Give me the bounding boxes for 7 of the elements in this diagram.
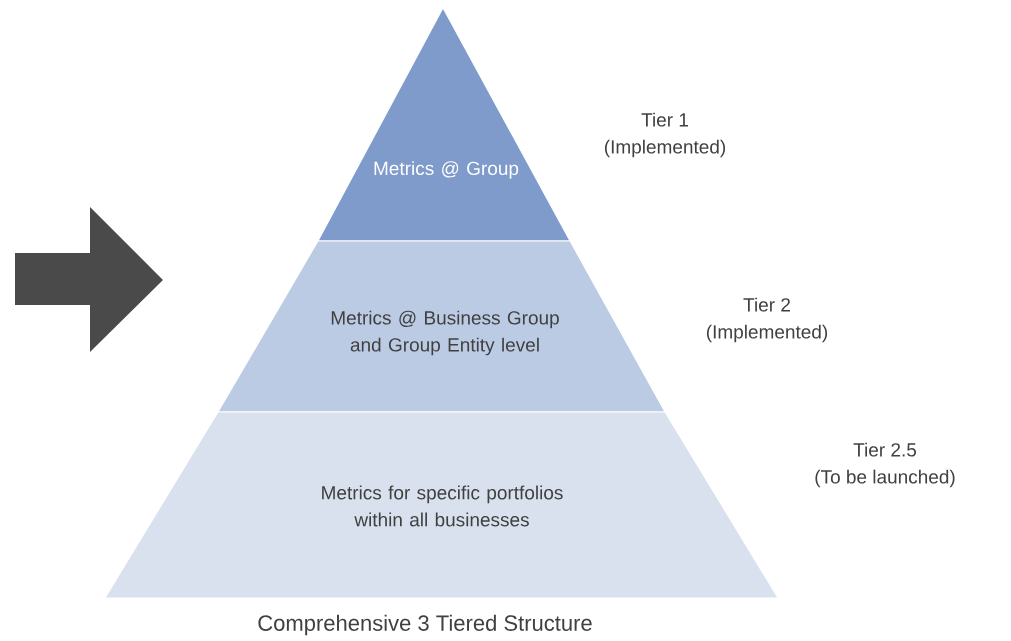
pyramid-tier: Metrics @ Business Group and Group Entity level bbox=[217, 240, 666, 413]
tier-label: Tier 2.5 (To be launched) bbox=[815, 442, 955, 488]
tier-label: Tier 2 (Implemented) bbox=[706, 297, 828, 343]
pyramid-tier: Metrics @ Group bbox=[317, 7, 571, 242]
tier-label: Tier 1 (Implemented) bbox=[604, 112, 726, 158]
caption: Comprehensive 3 Tiered Structure bbox=[258, 614, 592, 636]
pyramid-tier: Metrics for specific portfolios within all businesses bbox=[104, 411, 779, 599]
